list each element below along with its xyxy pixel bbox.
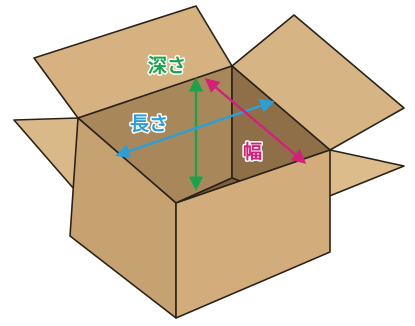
depth-label: 深さ: [148, 54, 186, 77]
width-arrow: [204, 78, 307, 164]
length-label: 長さ: [130, 113, 168, 135]
box-right-face: [175, 149, 331, 319]
width-label: 幅: [243, 140, 262, 163]
